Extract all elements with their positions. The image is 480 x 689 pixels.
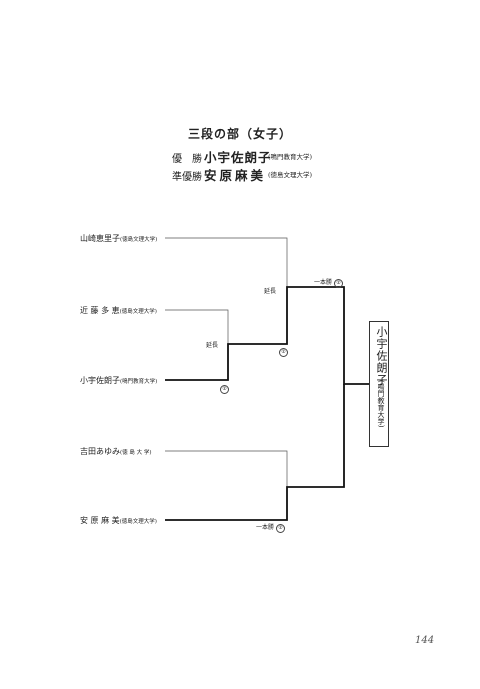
player-school: (鳴門教育大学) [120,379,158,385]
winner-name: 小宇佐朗子 [375,326,388,386]
page-title: 三段の部（女子） [187,127,292,141]
player-4: 吉田あゆみ(徳 島 大 学) [80,446,152,457]
player-school: (徳島文理大学) [119,519,157,525]
champion-school: (鳴門教育大学) [268,153,313,161]
player-school: (徳 島 大 学) [120,450,152,456]
bracket-line-player-5-path [165,384,345,521]
bracket-line-winner-path-2 [286,286,369,385]
mark-round2: ② [279,348,288,357]
player-name: 近 藤 多 恵 [80,306,120,315]
winner-school: (鳴門教育大学) [377,380,385,428]
bracket-line-player-2 [165,309,229,344]
winner-box [369,321,389,447]
note-encho-upper: 延長 [264,288,277,295]
runner-up-school: (徳島文理大学) [268,171,313,179]
bracket-line-player-1 [165,237,288,290]
player-3: 小宇佐朗子(鳴門教育大学) [80,375,157,386]
note-ippon-semi: 一本勝 ② [256,522,285,533]
player-5: 安 原 麻 美(徳島文理大学) [80,515,157,526]
note-encho-lower: 延長 [206,342,219,349]
champion-name: 小宇佐朗子 [204,150,272,165]
player-school: (徳島文理大学) [119,309,157,315]
player-name: 山崎恵里子 [80,234,120,243]
runner-up-label: 準優勝 [172,172,202,183]
champion-label: 優 勝 [172,154,202,165]
note-mark-round2: ② [279,348,288,357]
page-number: 144 [415,635,435,646]
player-name: 小宇佐朗子 [80,376,120,385]
note-ippon-final-text: 一本勝 [314,279,333,286]
player-1: 山崎恵里子(徳島文理大学) [80,233,157,244]
bracket-line-player-4 [165,450,288,487]
note-ippon-final: 一本勝 ② [314,277,343,288]
note-ippon-semi-text: 一本勝 [256,524,275,531]
bracket-line-winner-path-1 [165,290,288,381]
player-school: (徳島文理大学) [120,237,158,243]
note-mark-round1: ② [220,385,229,394]
mark-semi: ② [275,524,285,533]
player-name: 安 原 麻 美 [80,516,120,525]
runner-up-name: 安原麻美 [204,168,267,183]
mark-final: ② [333,279,343,288]
player-name: 吉田あゆみ [80,447,120,456]
mark-round1: ② [220,385,229,394]
player-2: 近 藤 多 恵(徳島文理大学) [80,305,157,316]
